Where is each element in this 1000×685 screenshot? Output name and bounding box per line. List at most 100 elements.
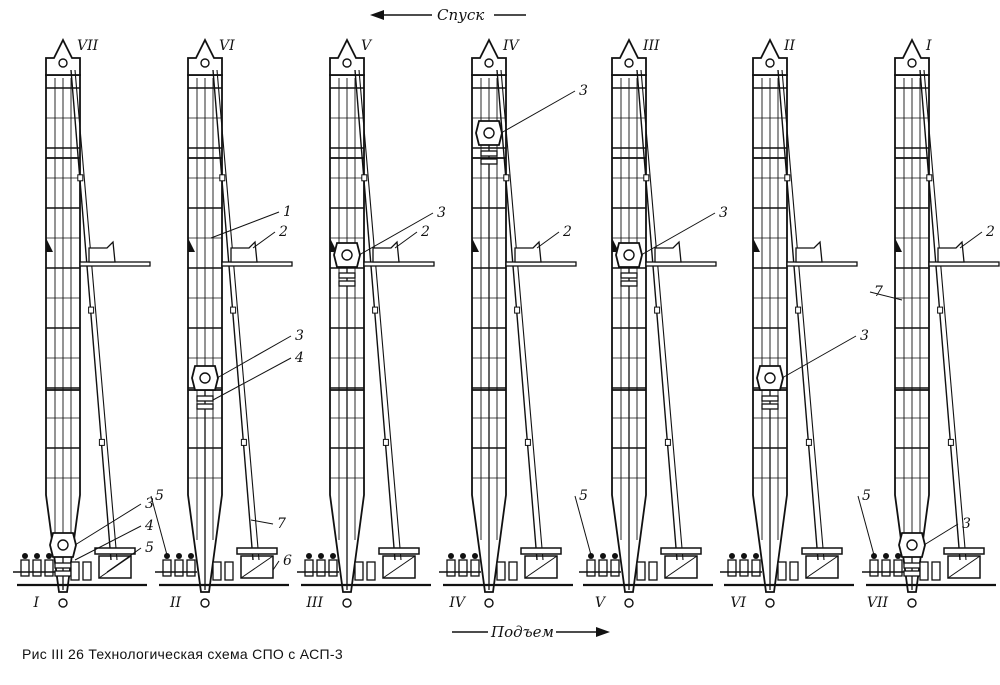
pipe-coupling: [805, 438, 812, 446]
bottom-stage-label: II: [169, 595, 182, 611]
pipe-stand-line: [636, 69, 678, 561]
top-stage-label: IV: [502, 38, 521, 54]
descent-direction: Спуск: [370, 6, 526, 24]
pipe-stand-line: [500, 69, 544, 561]
pipe-stand-line: [354, 69, 396, 561]
callout-number: 2: [985, 224, 995, 240]
callouts-stage-1: 345: [74, 496, 154, 573]
slips-head: [176, 553, 182, 559]
carriage-strut: [382, 555, 416, 579]
callout-number: 2: [278, 224, 288, 240]
pipe-coupling: [240, 438, 247, 446]
bottom-stage-label: VI: [730, 595, 746, 611]
slips-unit: [881, 559, 891, 577]
callout-leader: [74, 525, 142, 561]
pipe-coupling: [514, 306, 521, 314]
pipe-stand-line: [919, 69, 961, 561]
spider-upper: [761, 395, 779, 402]
platform-mechanism: [937, 240, 965, 263]
crown-block: [752, 37, 788, 76]
spider-lower: [761, 403, 779, 410]
callout-number: 4: [144, 518, 154, 534]
callout-leader: [781, 335, 857, 379]
carriage-top: [520, 547, 562, 555]
spider-lower: [54, 570, 72, 577]
platform-mechanism: [654, 240, 682, 263]
slips-unit: [186, 559, 196, 577]
slips-head: [318, 553, 324, 559]
callout-leader: [272, 560, 280, 571]
callout-leader: [869, 291, 903, 301]
pipe-coupling: [784, 174, 791, 182]
callout-number: 3: [145, 496, 154, 512]
platform-mechanism: [88, 240, 116, 263]
spider-lower: [903, 570, 921, 577]
callout-leader: [252, 231, 276, 249]
slips-head: [612, 553, 618, 559]
slips-unit: [869, 559, 879, 577]
callout-number: 5: [155, 488, 164, 504]
slips-unit: [893, 559, 903, 577]
top-stage-label: II: [783, 38, 796, 54]
carriage-top: [236, 547, 278, 555]
callout-leader: [959, 231, 983, 249]
pipe-stand-line: [781, 69, 825, 561]
slips-head: [46, 553, 52, 559]
callout-leader: [150, 495, 168, 556]
carriage-strut: [524, 555, 558, 579]
pipe-coupling: [795, 306, 802, 314]
carriage-strut: [664, 555, 698, 579]
crown-block: [894, 37, 930, 76]
bottom-stage-label: V: [595, 595, 607, 611]
pipe-stand-line: [496, 69, 538, 561]
pipe-stand-line: [70, 69, 112, 561]
elevator-block: [898, 532, 926, 558]
pipe-stand-line: [216, 69, 260, 561]
carriage-strut: [98, 555, 132, 579]
tower-stage-6: II VI: [720, 37, 858, 611]
callout-number: 1: [283, 204, 292, 220]
tong-unit: [789, 561, 799, 581]
pipe-coupling: [947, 438, 954, 446]
platform-mechanism: [230, 240, 258, 263]
tong-unit: [70, 561, 80, 581]
slips-unit: [162, 559, 172, 577]
callout-number: 3: [437, 205, 446, 221]
crown-sheave: [765, 58, 775, 68]
tong-unit: [224, 561, 234, 581]
carriage-strut: [805, 555, 839, 579]
pipe-coupling: [503, 174, 510, 182]
elevator-hook: [341, 249, 353, 261]
bottom-stage-label: VII: [867, 595, 889, 611]
carriage-frame: [240, 555, 274, 579]
bottom-stage-label: III: [305, 595, 323, 611]
tong-unit: [508, 561, 518, 581]
pipe-coupling: [937, 306, 944, 314]
callout-leader: [358, 212, 434, 256]
callout-leader: [536, 231, 560, 249]
carriage-frame: [805, 555, 839, 579]
pipe-coupling: [219, 174, 226, 182]
callout-number: 3: [719, 205, 728, 221]
pipe-stand-line: [358, 69, 402, 561]
callout-number: 6: [283, 553, 292, 569]
crown-sheave: [200, 58, 210, 68]
pipe-stand-line: [212, 69, 254, 561]
pipe-stand-line: [923, 69, 967, 561]
pipe-coupling: [664, 438, 671, 446]
slips-unit: [328, 559, 338, 577]
slips-head: [729, 553, 735, 559]
pipe-coupling: [926, 174, 933, 182]
tong-unit: [82, 561, 92, 581]
elevator-hook: [623, 249, 635, 261]
platform-mechanism: [514, 240, 542, 263]
slips-unit: [174, 559, 184, 577]
ascent-label: Подъем: [490, 623, 554, 641]
tong-unit: [496, 561, 506, 581]
slips-unit: [586, 559, 596, 577]
